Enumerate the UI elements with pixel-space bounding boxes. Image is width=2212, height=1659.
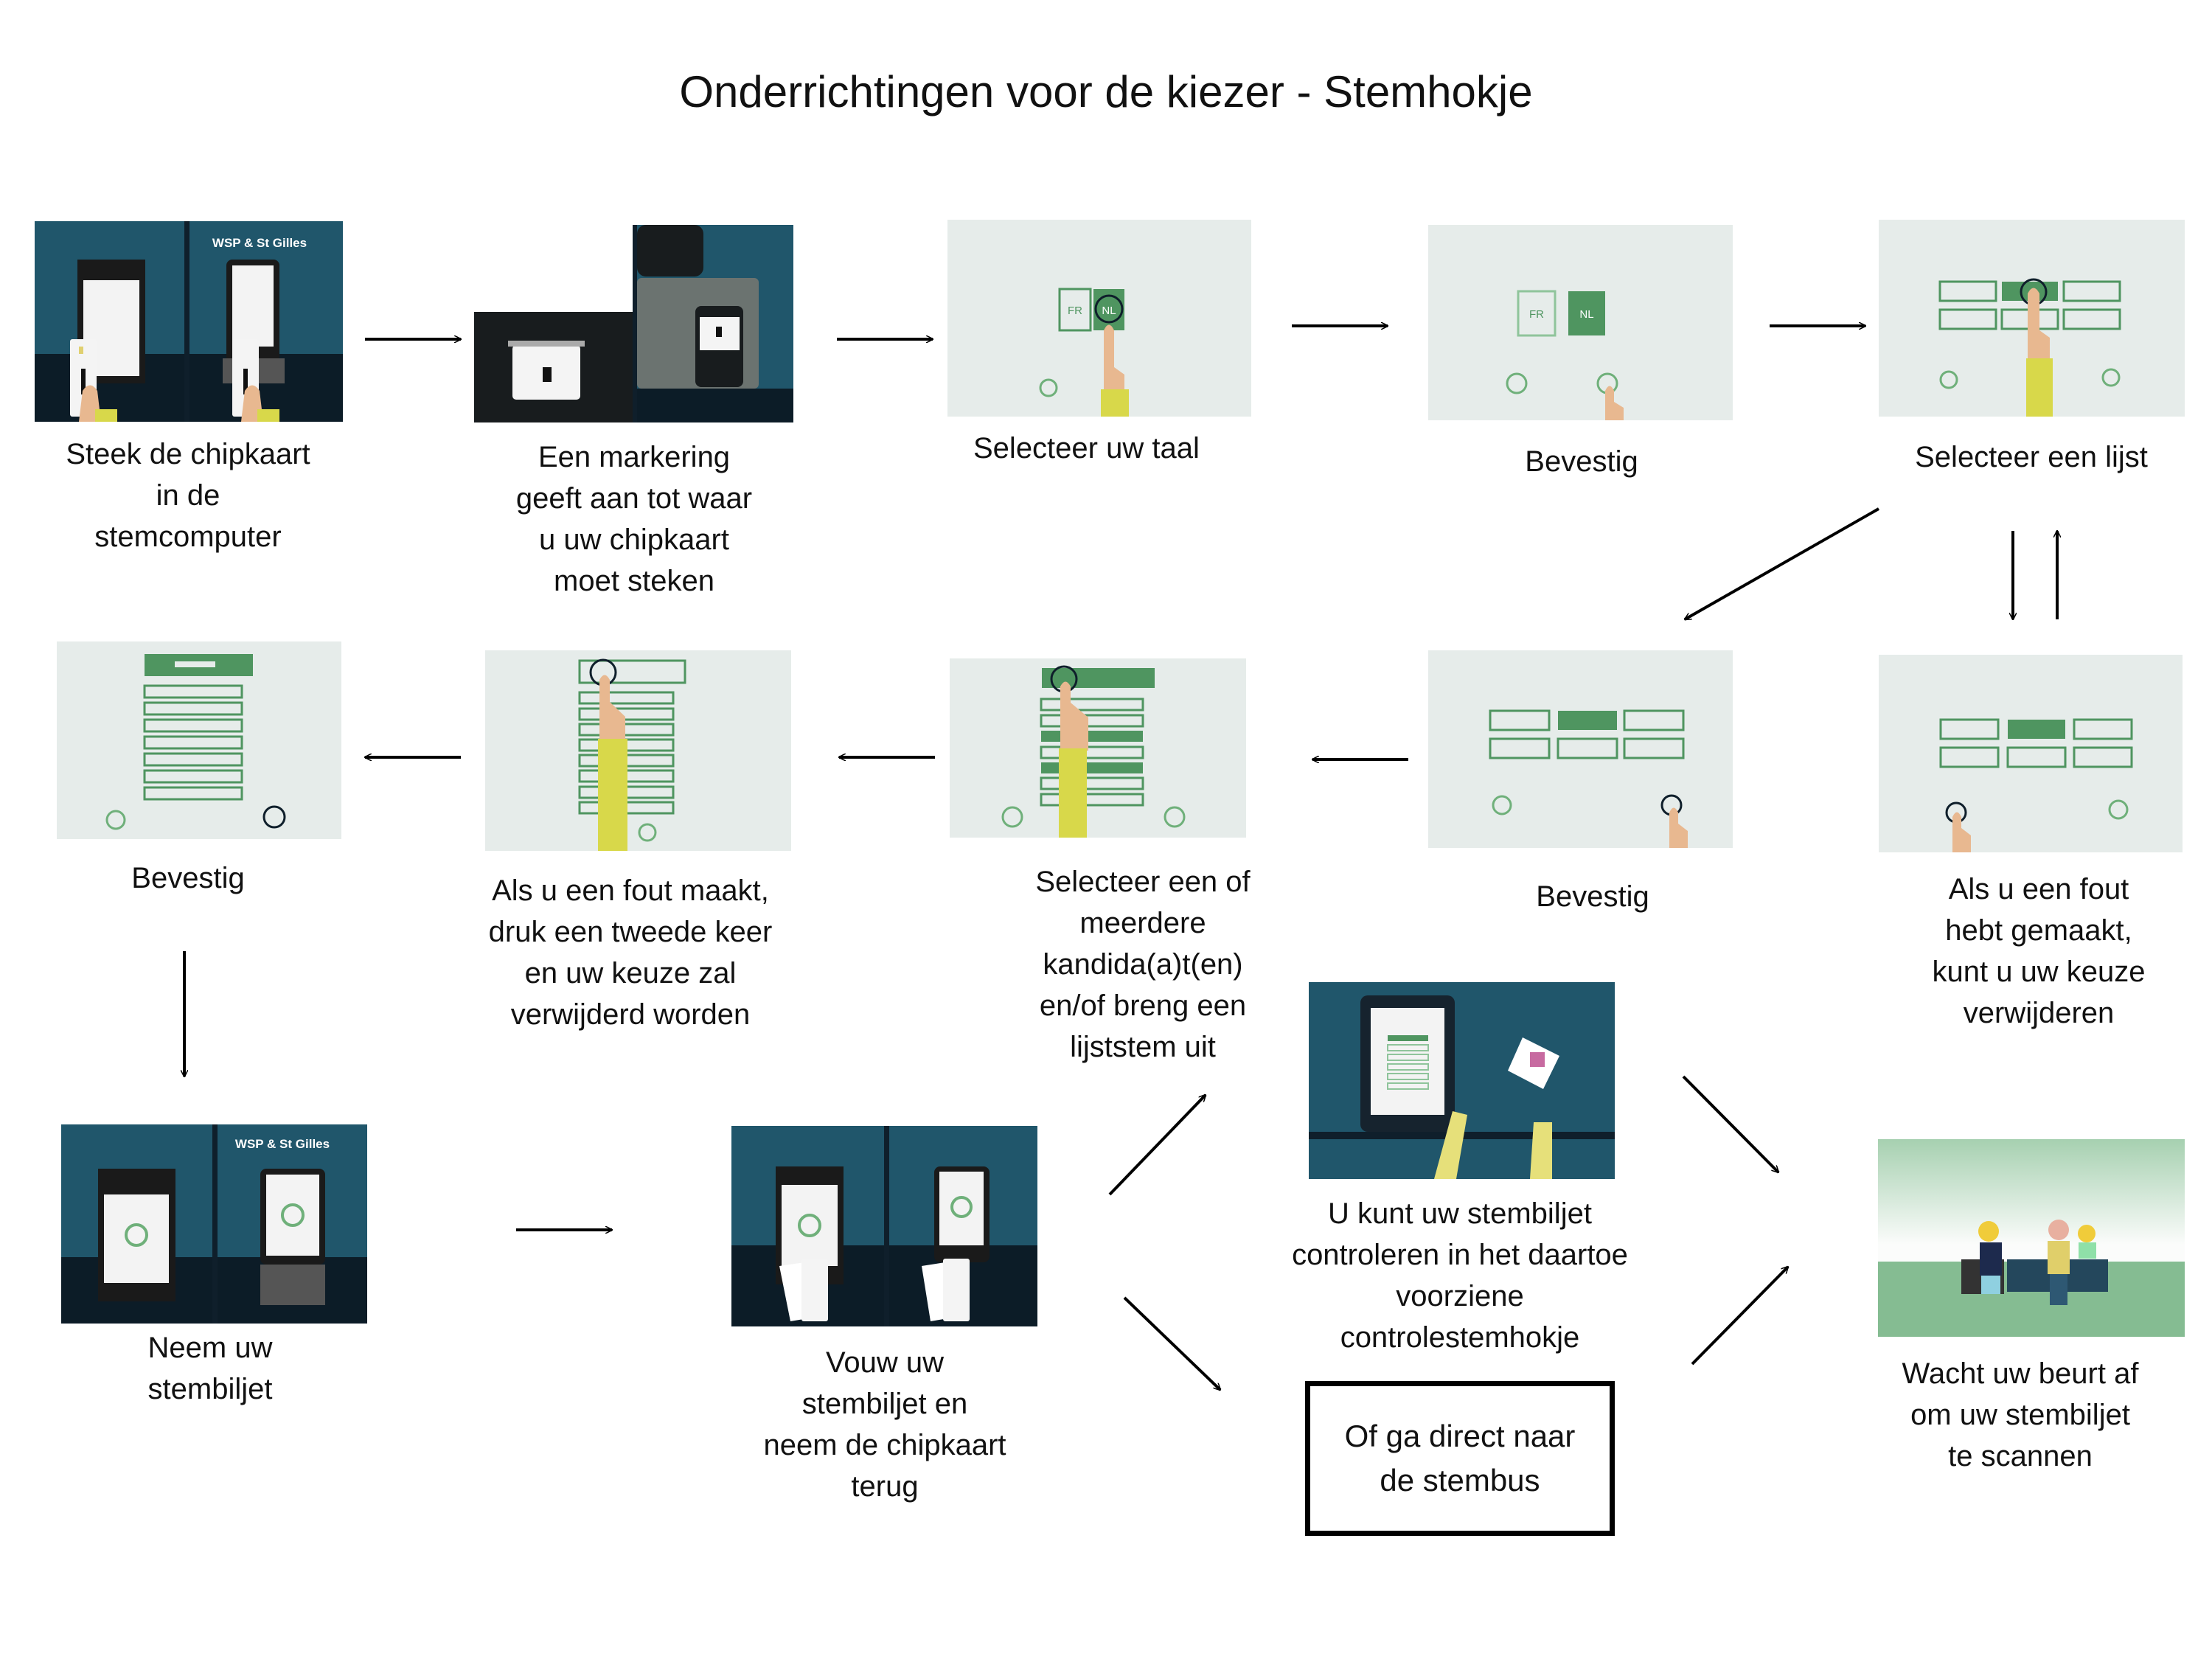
arrow-13-to-14 (1682, 1075, 1778, 1172)
step-6-image (1879, 655, 2183, 852)
step-3-image: FR NL (947, 220, 1251, 417)
arrow-12-to-13 (1108, 1095, 1206, 1196)
direct-to-ballot-box: Of ga direct naar de stembus (1305, 1381, 1615, 1536)
step-4-image: FR NL (1428, 225, 1733, 420)
step-1-image: WSP & St Gilles (35, 221, 343, 422)
step-14-image (1878, 1139, 2185, 1337)
step-2-image (474, 225, 793, 422)
panel-label: WSP & St Gilles (235, 1137, 330, 1151)
lang-option-fr: FR (1529, 308, 1544, 321)
step-13-image (1309, 982, 1615, 1179)
step-10-caption: Bevestig (131, 862, 245, 894)
step-2-caption: Een markering geeft aan tot waar u uw ch… (515, 441, 753, 597)
step-1-caption: Steek de chipkaart in de stemcomputer (66, 438, 310, 553)
step-3-caption: Selecteer uw taal (973, 432, 1200, 465)
step-14-caption: Wacht uw beurt af om uw stembiljet te sc… (1902, 1357, 2139, 1472)
step-10-image (57, 641, 341, 839)
step-8-caption: Selecteer een of meerdere kandida(a)t(en… (1035, 866, 1251, 1063)
step-5-image (1879, 220, 2185, 417)
lang-option-nl: NL (1102, 305, 1116, 317)
step-4-caption: Bevestig (1525, 445, 1638, 478)
step-7-caption: Bevestig (1536, 880, 1649, 913)
step-7-image (1428, 650, 1733, 848)
page-title: Onderrichtingen voor de kiezer - Stemhok… (679, 67, 1533, 116)
step-12-image (731, 1126, 1037, 1326)
lang-option-nl: NL (1579, 308, 1593, 321)
arrow-box-to-14 (1691, 1267, 1788, 1366)
step-11-image: WSP & St Gilles (61, 1124, 367, 1324)
step-5-caption: Selecteer een lijst (1915, 441, 2148, 473)
lang-option-fr: FR (1068, 305, 1082, 317)
step-13-caption: U kunt uw stembiljet controleren in het … (1292, 1197, 1628, 1354)
step-9-caption: Als u een fout maakt, druk een tweede ke… (488, 874, 773, 1031)
step-9-image (485, 650, 791, 851)
arrow-12-to-box (1123, 1296, 1220, 1390)
step-8-image (950, 658, 1246, 838)
step-11-caption: Neem uw stembiljet (147, 1332, 273, 1405)
arrow-5-to-7 (1685, 507, 1879, 621)
step-6-caption: Als u een fout hebt gemaakt, kunt u uw k… (1932, 873, 2146, 1029)
panel-label: WSP & St Gilles (212, 236, 307, 250)
step-12-caption: Vouw uw stembiljet en neem de chipkaart … (763, 1346, 1006, 1503)
